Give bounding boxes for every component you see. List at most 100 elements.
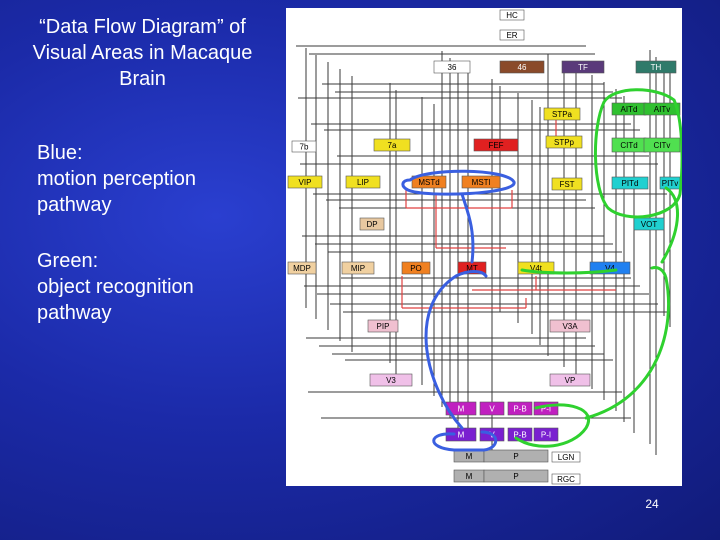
area-label-v2pb: P-B xyxy=(513,405,526,414)
green-v2-to-v4 xyxy=(584,266,670,420)
green-it-ellipse xyxy=(593,88,682,219)
area-label-lgnp: P xyxy=(513,452,518,461)
area-box-mip xyxy=(341,261,375,275)
blue-mt-to-mst xyxy=(460,192,475,264)
area-box-citv xyxy=(643,137,681,153)
area-box-7b xyxy=(291,140,317,153)
area-box-rgc xyxy=(551,473,581,485)
area-label-46: 46 xyxy=(518,63,527,72)
area-label-7b: 7b xyxy=(300,143,309,152)
green-v4-to-pit xyxy=(660,186,679,264)
area-label-dp: DP xyxy=(366,220,377,229)
area-label-v3a: V3A xyxy=(562,322,578,331)
area-box-v3a xyxy=(549,319,591,333)
area-box-stpa xyxy=(543,107,581,121)
area-label-v1m: M xyxy=(458,431,465,440)
area-label-mip: MIP xyxy=(351,264,365,273)
green-v4-to-v4t xyxy=(520,268,618,275)
area-label-7a: 7a xyxy=(388,141,397,150)
area-label-v4: V4 xyxy=(605,264,615,273)
area-label-citv: CITv xyxy=(654,141,671,150)
blue-v1-loop xyxy=(432,430,498,452)
area-box-v2pb xyxy=(507,401,533,416)
area-label-po: PO xyxy=(410,264,422,273)
area-label-v2m: M xyxy=(458,405,465,414)
slide-number: 24 xyxy=(645,497,659,511)
area-box-tf xyxy=(561,60,605,74)
area-label-mdp: MDP xyxy=(293,264,311,273)
area-box-po xyxy=(401,261,431,275)
area-box-7a xyxy=(373,138,411,152)
area-label-vp: VP xyxy=(565,376,576,385)
area-box-vot xyxy=(633,217,665,231)
area-label-v3: V3 xyxy=(386,376,396,385)
area-label-th: TH xyxy=(651,63,662,72)
diagram-wires xyxy=(296,45,671,455)
area-label-fef: FEF xyxy=(488,141,503,150)
area-label-mstl: MSTl xyxy=(472,178,491,187)
area-box-lgn xyxy=(551,451,581,463)
area-label-pitv: PITv xyxy=(662,179,678,188)
area-label-er: ER xyxy=(506,31,517,40)
area-label-citd: CITd xyxy=(620,141,637,150)
area-label-tf: TF xyxy=(578,63,588,72)
area-label-36: 36 xyxy=(448,63,457,72)
area-box-vip xyxy=(287,175,323,189)
area-box-mstl xyxy=(461,175,501,189)
area-label-lgn: LGN xyxy=(558,453,575,462)
area-label-vot: VOT xyxy=(641,220,658,229)
area-box-rgcp xyxy=(483,469,549,483)
area-label-aitd: AITd xyxy=(621,105,638,114)
area-label-pitd: PITd xyxy=(622,179,639,188)
area-box-lgnp xyxy=(483,449,549,463)
area-box-vp xyxy=(549,373,591,387)
area-label-v1pi: P-I xyxy=(541,431,551,440)
blue-pathway-legend: Blue: motion perception pathway xyxy=(37,140,247,218)
blue-v1-to-mt xyxy=(424,270,488,430)
area-label-rgcp: P xyxy=(513,472,518,481)
green-description: object recognition pathway xyxy=(37,276,194,324)
area-label-aitv: AITv xyxy=(654,105,670,114)
area-box-er xyxy=(499,29,525,41)
green-label: Green: xyxy=(37,250,99,272)
area-box-fst xyxy=(551,177,583,191)
green-v1-v2-loop xyxy=(514,403,590,448)
area-box-hc xyxy=(499,9,525,21)
area-label-pip: PIP xyxy=(377,322,390,331)
blue-description: motion perception pathway xyxy=(37,168,196,216)
diagram-pathways xyxy=(401,88,682,452)
green-pathway-legend: Green: object recognition pathway xyxy=(37,248,247,326)
area-box-fef xyxy=(473,138,519,152)
area-label-hc: HC xyxy=(506,11,518,20)
slide-title: “Data Flow Diagram” of Visual Areas in M… xyxy=(32,16,253,90)
area-box-v1pi xyxy=(533,427,559,442)
visual-areas-diagram: HC ER 36 46 TF TH STPa AITd AITv 7b 7a FEF STPp CITd C… xyxy=(286,8,682,486)
area-label-lgnm: M xyxy=(466,452,473,461)
area-label-v1pb: P-B xyxy=(513,431,526,440)
area-label-mt: MT xyxy=(466,264,478,273)
area-label-mstd: MSTd xyxy=(418,178,439,187)
area-label-fst: FST xyxy=(559,180,574,189)
area-box-v2v xyxy=(479,401,505,416)
area-label-vip: VIP xyxy=(299,178,312,187)
area-box-aitv xyxy=(643,102,681,116)
area-box-dp xyxy=(359,217,385,231)
area-box-th xyxy=(635,60,677,74)
diagram-boxes: HC ER 36 46 TF TH STPa AITd AITv 7b 7a FEF STPp CITd C… xyxy=(287,9,681,485)
area-label-lip: LIP xyxy=(357,178,369,187)
area-box-v3 xyxy=(369,373,413,387)
area-box-stpp xyxy=(545,135,583,149)
area-label-v2pi: P-I xyxy=(541,405,551,414)
area-box-46 xyxy=(499,60,545,74)
area-label-v4t: V4t xyxy=(530,264,543,273)
area-box-pitd xyxy=(611,176,649,190)
area-label-stpp: STPp xyxy=(554,138,575,147)
area-box-pip xyxy=(367,319,399,333)
area-label-v2v: V xyxy=(489,405,495,414)
area-label-stpa: STPa xyxy=(552,110,573,119)
area-box-36 xyxy=(433,60,471,74)
blue-label: Blue: xyxy=(37,142,83,164)
area-label-rgc: RGC xyxy=(557,475,575,484)
area-box-mstd xyxy=(411,175,447,189)
area-box-lip xyxy=(345,175,381,189)
